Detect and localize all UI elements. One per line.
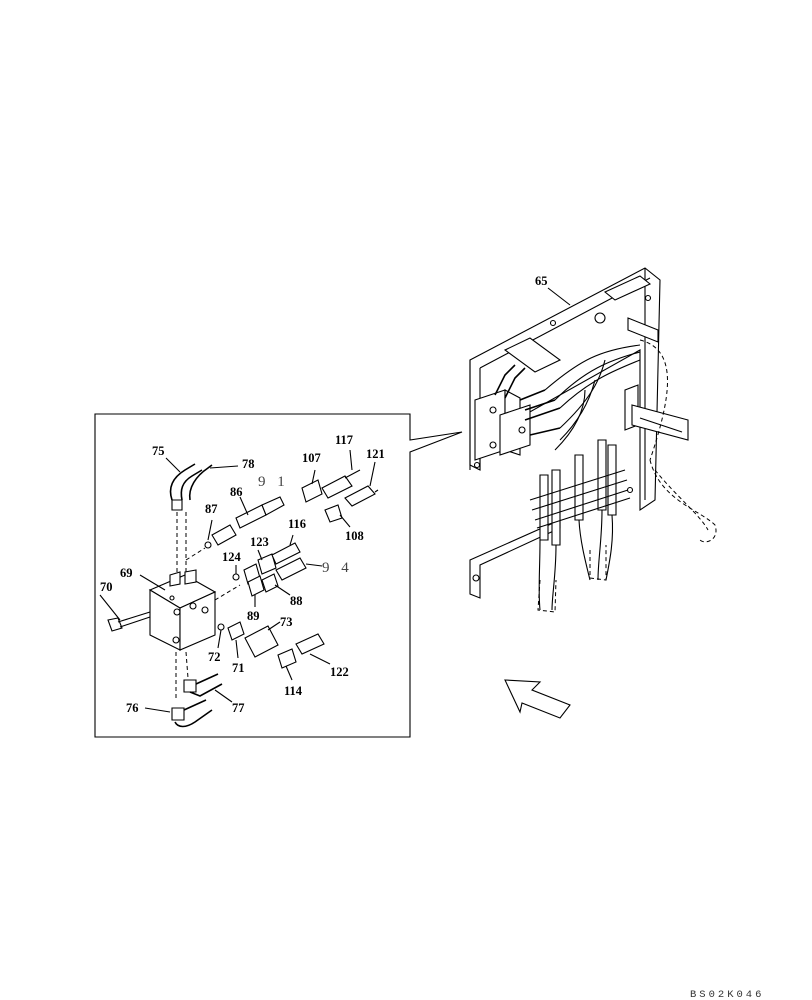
callout-94: 9 4	[322, 560, 353, 576]
callout-65: 65	[535, 274, 548, 288]
callout-73: 73	[280, 615, 293, 629]
callout-78: 78	[242, 457, 255, 471]
hose-end-94	[275, 557, 323, 581]
callout-107: 107	[302, 451, 321, 465]
callout-108: 108	[345, 529, 364, 543]
hose-fittings-group	[529, 439, 631, 611]
callout-86: 86	[230, 485, 243, 499]
callout-89: 89	[247, 609, 260, 623]
connection-line	[214, 584, 241, 601]
panel-assembly	[469, 267, 717, 613]
callout-72: 72	[208, 650, 221, 664]
fitting-88	[261, 573, 291, 596]
callout-123: 123	[250, 535, 269, 549]
detail-view-box	[94, 413, 463, 738]
callout-77: 77	[232, 701, 245, 715]
leader-69	[139, 574, 166, 591]
fitting-107	[301, 469, 323, 503]
fitting-87	[185, 519, 213, 561]
fitting-71	[227, 621, 245, 659]
elbow-fitting-75	[165, 457, 239, 575]
fitting-72	[217, 623, 225, 649]
callout-88: 88	[290, 594, 303, 608]
callout-87: 87	[205, 502, 218, 516]
callout-117: 117	[335, 433, 353, 447]
callout-121: 121	[366, 447, 385, 461]
fitting-114	[277, 648, 297, 681]
elbow-fitting-76	[144, 652, 213, 728]
fitting-89	[247, 575, 265, 607]
callout-75: 75	[152, 444, 165, 458]
fitting-108	[324, 504, 351, 528]
hose-end-86	[211, 496, 285, 546]
callout-124: 124	[222, 550, 242, 564]
hose-end-121	[344, 461, 379, 507]
view-direction-arrow	[504, 679, 571, 719]
leader-65	[547, 287, 571, 306]
fitting-124	[232, 565, 240, 581]
callout-122: 122	[330, 665, 349, 679]
hose-end-73	[244, 621, 281, 658]
hose-end-117	[321, 449, 361, 499]
valve-block	[148, 569, 217, 651]
callout-114: 114	[284, 684, 303, 698]
callout-76: 76	[126, 701, 139, 715]
hose-end-122	[295, 633, 331, 665]
drawing-code: BS02K046	[690, 989, 764, 1000]
callout-70: 70	[100, 580, 113, 594]
callout-116: 116	[288, 517, 306, 531]
callout-91: 9 1	[258, 474, 289, 490]
tube-77	[183, 651, 233, 703]
hose-end-116	[271, 534, 301, 565]
callout-71: 71	[232, 661, 245, 675]
callout-69: 69	[120, 566, 133, 580]
bolt-70	[99, 594, 151, 632]
